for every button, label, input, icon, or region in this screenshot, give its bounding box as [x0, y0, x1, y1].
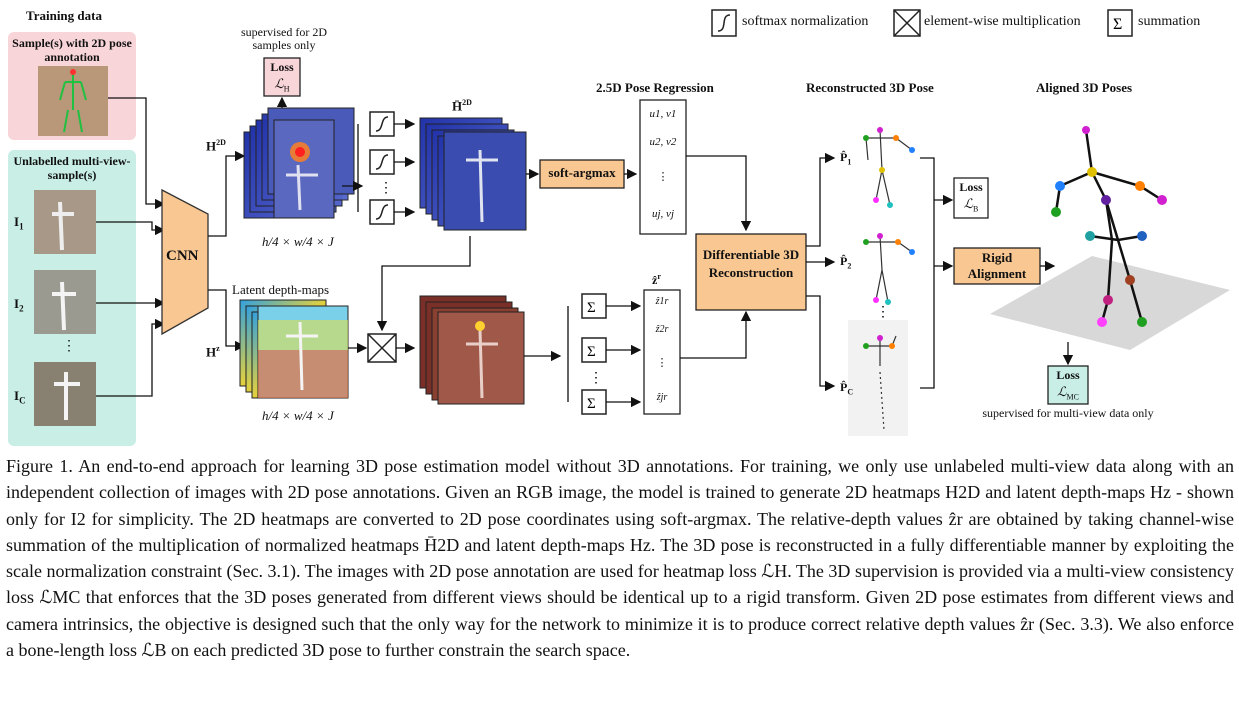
depth-map-stack [239, 299, 349, 399]
z-vector [643, 289, 681, 415]
loss-h-note: supervised for 2D samples only [241, 25, 327, 52]
pose-entry-dots: ⋮ [657, 171, 669, 183]
depth-label: Hz [206, 344, 220, 360]
pose-1-label: P̂1 [840, 150, 852, 167]
unlabelled-label: Unlabelled multi-view-sample(s) [13, 154, 131, 182]
legend-sum-label: summation [1138, 14, 1201, 29]
sample-pose-overlay [59, 74, 87, 133]
loss-mc-title: Loss [1056, 368, 1080, 382]
product-stack [419, 295, 525, 405]
z-vector-label: ẑr [652, 272, 661, 287]
loss-b-title: Loss [959, 180, 983, 194]
loss-h-title: Loss [270, 60, 294, 74]
pose-entry-1: u1, v1 [649, 108, 677, 120]
pose-regression-vector [639, 99, 687, 235]
svg-text:⋮: ⋮ [589, 371, 603, 386]
normalized-heatmap-label: H̄2D [452, 98, 472, 114]
figure-caption: Figure 1. An end-to-end approach for lea… [6, 456, 1234, 661]
pose-regression-title: 2.5D Pose Regression [596, 80, 714, 95]
pose-c-label: P̂C [840, 380, 854, 397]
recon-3d-title: Reconstructed 3D Pose [806, 80, 934, 95]
depth-dims: h/4 × w/4 × J [262, 408, 334, 423]
loss-b-symbol: ℒB [963, 196, 979, 214]
loss-mc-symbol: ℒMC [1057, 384, 1079, 402]
reconstructed-poses: ⋮ [848, 127, 915, 436]
loss-h-box [263, 57, 301, 97]
heatmap-stack [243, 107, 355, 219]
softargmax-label: soft-argmax [548, 165, 616, 180]
loss-mc-box [1047, 365, 1089, 405]
reconstruction-label: Differentiable 3D Reconstruction [702, 247, 800, 280]
softargmax-box [539, 159, 625, 189]
loss-mc-note: supervised for multi-view data only [982, 406, 1154, 420]
sum-boxes: Σ Σ Σ [581, 293, 607, 415]
svg-text:Σ: Σ [1113, 16, 1122, 33]
aligned-title: Aligned 3D Poses [1036, 80, 1133, 95]
svg-text:Σ: Σ [587, 344, 596, 360]
rigid-alignment-box [953, 247, 1041, 285]
svg-text:Σ: Σ [587, 396, 596, 412]
loss-h-symbol: ℒH [274, 76, 290, 94]
z-entry-j: ẑjr [656, 392, 668, 403]
rigid-label: Rigid Alignment [967, 250, 1027, 281]
pose-2-label: P̂2 [840, 254, 852, 271]
view-1-label: I1 [14, 214, 24, 232]
cnn-block [161, 188, 209, 336]
pose-entry-2: u2, v2 [649, 136, 677, 148]
z-entry-2: ẑ2r [655, 324, 669, 335]
reconstruction-box [695, 233, 807, 311]
z-entry-1: ẑ1r [655, 296, 669, 307]
loss-b-box [953, 177, 989, 219]
z-entry-dots: ⋮ [656, 357, 668, 369]
training-data-title: Training data [26, 8, 102, 23]
depth-title: Latent depth-maps [232, 282, 330, 297]
legend-softmax-icon [711, 9, 737, 37]
sample-2d-label: Sample(s) with 2D pose annotation [12, 36, 132, 64]
legend-sum-icon [1107, 9, 1133, 37]
pose-entry-j: uj, vj [652, 208, 674, 220]
view-c-label: IC [14, 388, 26, 406]
cnn-label: CNN [166, 248, 199, 264]
svg-text:Σ: Σ [587, 300, 596, 316]
aligned-poses [990, 126, 1230, 350]
heatmap-label: H2D [206, 138, 226, 154]
svg-text:⋮: ⋮ [379, 181, 393, 196]
softmax-boxes [369, 111, 395, 225]
view-images [34, 190, 96, 426]
view-2-label: I2 [14, 296, 24, 314]
legend-multiply-label: element-wise multiplication [924, 14, 1081, 29]
heatmap-dims: h/4 × w/4 × J [262, 234, 334, 249]
figure-diagram: ⋮ [8, 9, 1230, 446]
legend-softmax-label: softmax normalization [742, 14, 869, 29]
normalized-heatmap-stack [419, 117, 527, 231]
svg-text:⋮: ⋮ [876, 305, 890, 320]
